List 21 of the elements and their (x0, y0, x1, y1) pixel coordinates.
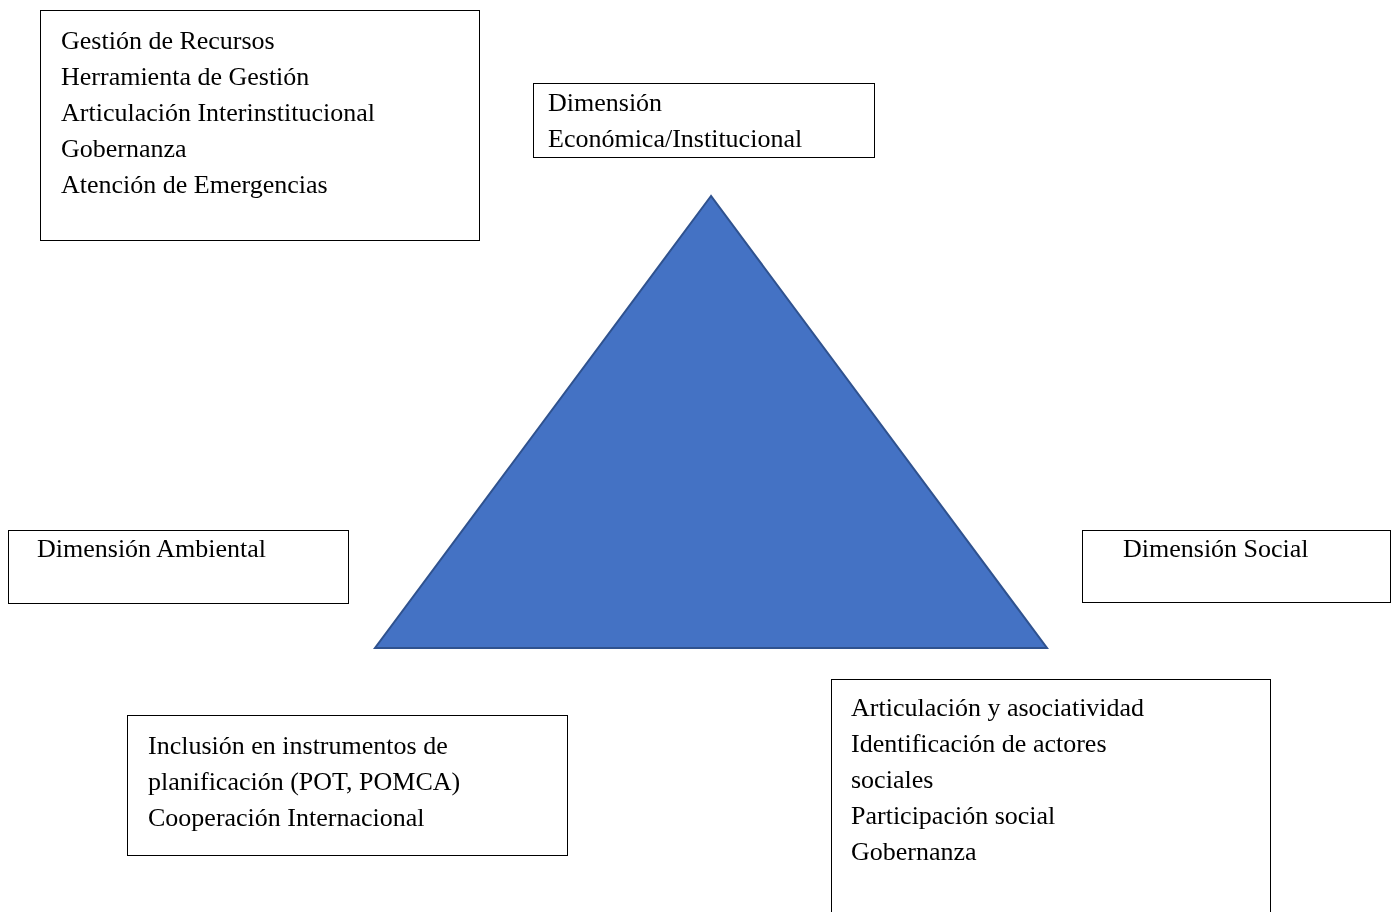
box-text: Articulación Interinstitucional (61, 97, 377, 129)
triangle-shape (372, 193, 1050, 651)
box-text: Dimensión Ambiental (37, 533, 267, 565)
text-box (1082, 530, 1391, 603)
box-text: Gestión de Recursos (61, 25, 276, 57)
box-text: Articulación y asociatividad (851, 692, 1146, 724)
box-text: Inclusión en instrumentos de planificación (POT, POMCA) (148, 730, 462, 798)
box-text: Gobernanza (851, 836, 978, 868)
text-box (127, 715, 568, 856)
box-text: Dimensión Económica/Institucional (548, 87, 804, 155)
box-text: Identificación de actores sociales (851, 728, 1108, 796)
box-text: Atención de Emergencias (61, 169, 329, 201)
text-box (40, 10, 480, 241)
box-text: Dimensión Social (1123, 533, 1310, 565)
box-text: Herramienta de Gestión (61, 61, 311, 93)
text-box (8, 530, 349, 604)
box-text: Gobernanza (61, 133, 188, 165)
text-box (831, 679, 1271, 912)
box-text: Cooperación Internacional (148, 802, 426, 834)
box-text: Participación social (851, 800, 1057, 832)
text-box (533, 83, 875, 158)
